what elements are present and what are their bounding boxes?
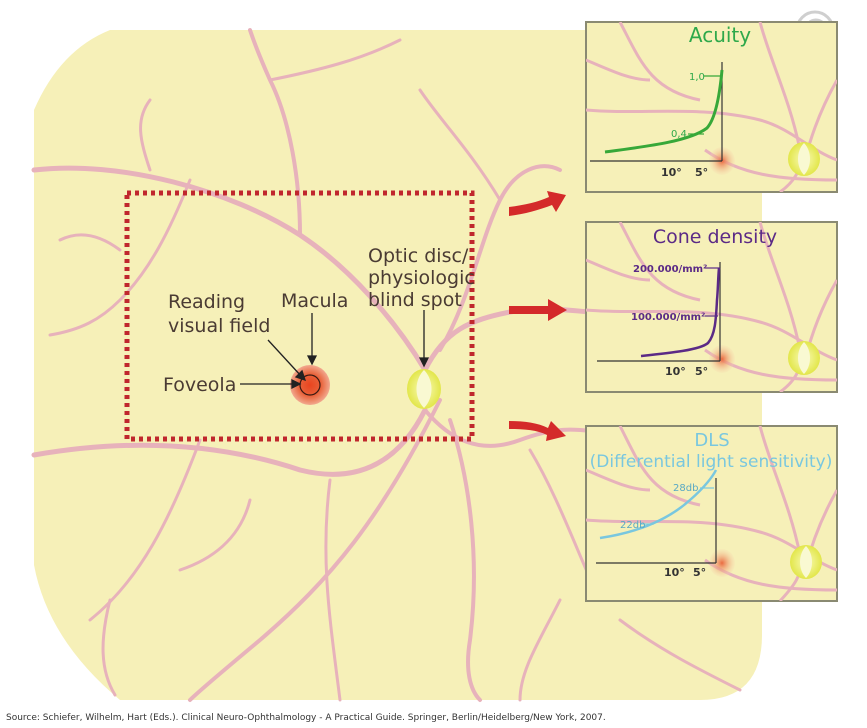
macula-label: Macula bbox=[281, 290, 348, 312]
dls-y-tick-2: 22db bbox=[620, 520, 645, 531]
acuity-x-tick-1: 10° bbox=[661, 166, 682, 179]
acuity-curve bbox=[604, 69, 724, 154]
source-citation: Source: Schiefer, Wilhelm, Hart (Eds.). … bbox=[6, 713, 606, 723]
cone-density-y-tick-2: 100.000/mm² bbox=[631, 312, 705, 323]
acuity-y-tick-2: 0,4 bbox=[671, 129, 687, 140]
foveola-ring bbox=[299, 374, 321, 396]
label-pointers bbox=[240, 310, 430, 390]
dls-x-tick-1: 10° bbox=[664, 566, 685, 579]
reading-field-frame bbox=[124, 190, 475, 442]
cone-density-title: Cone density bbox=[653, 226, 777, 248]
optic-disc-label: Optic disc/ physiologic blind spot bbox=[368, 245, 481, 311]
blood-vessels bbox=[31, 28, 762, 702]
acuity-y-tick-1: 1,0 bbox=[689, 72, 705, 83]
optic-disc bbox=[407, 369, 441, 409]
arrow-to-acuity bbox=[509, 191, 566, 216]
cone-density-y-tick-1: 200.000/mm² bbox=[633, 264, 707, 275]
panel-arrows bbox=[509, 191, 567, 441]
acuity-title: Acuity bbox=[689, 23, 751, 47]
cone-density-x-tick-1: 10° bbox=[665, 365, 686, 378]
dls-x-tick-2: 5° bbox=[693, 566, 706, 579]
dls-subtitle: (Differential light sensitivity) bbox=[590, 452, 833, 472]
reading-visual-field-label: Reading visual field bbox=[168, 291, 270, 337]
acuity-x-tick-2: 5° bbox=[695, 166, 708, 179]
dls-y-tick-1: 28db bbox=[673, 483, 698, 494]
dls-curve bbox=[599, 469, 718, 540]
arrow-to-cone-density bbox=[509, 299, 567, 321]
foveola-label: Foveola bbox=[163, 374, 236, 396]
dls-title: DLS bbox=[694, 430, 729, 451]
cone-density-curve bbox=[640, 267, 721, 358]
cone-density-x-tick-2: 5° bbox=[695, 365, 708, 378]
retina-background bbox=[34, 30, 762, 700]
dls-panel: DLS (Differential light sensitivity) 28d… bbox=[585, 425, 838, 602]
arrow-to-dls bbox=[509, 421, 566, 441]
cone-density-panel: Cone density 200.000/mm² 100.000/mm² 10°… bbox=[585, 221, 838, 393]
acuity-panel: Acuity 1,0 0,4 10° 5° bbox=[585, 21, 838, 193]
